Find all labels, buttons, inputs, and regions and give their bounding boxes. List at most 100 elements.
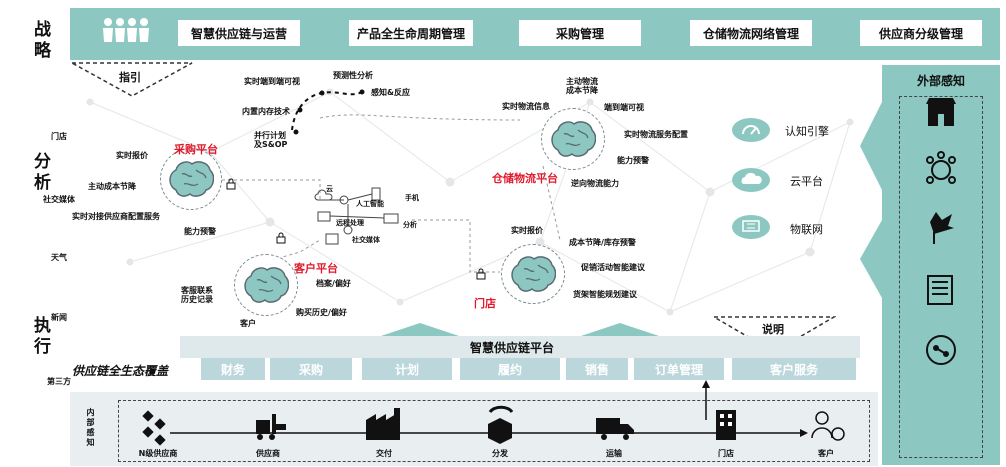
tech-social: 社交媒体 bbox=[352, 236, 380, 244]
store-annotation-shelf: 货架智能规划建议 bbox=[573, 290, 637, 299]
strategy-item-procurement[interactable]: 采购管理 bbox=[519, 20, 641, 46]
tech-ai: 人工智能 bbox=[356, 200, 384, 208]
procurement-annotation-quote: 实时报价 bbox=[116, 151, 148, 160]
module-procurement[interactable]: 采购 bbox=[270, 358, 352, 380]
annotation-e2e-visibility: 实时端到端可视 bbox=[244, 77, 300, 86]
chain-label-distribution: 分发 bbox=[492, 449, 508, 458]
external-item-weather: 天气 bbox=[51, 253, 67, 262]
tech-analysis: 分析 bbox=[403, 221, 417, 229]
procurement-annotation-cost: 主动成本节降 bbox=[88, 182, 136, 191]
row-label-analysis: 分析 bbox=[30, 152, 50, 194]
warehouse-annotation-reverse: 逆向物流能力 bbox=[571, 179, 619, 188]
distribution-box-icon bbox=[488, 405, 514, 444]
customer-platform-label: 客户平台 bbox=[294, 262, 338, 275]
store-annotation-quote: 实时报价 bbox=[511, 226, 543, 235]
tech-center-icons bbox=[314, 187, 399, 245]
brain-icon bbox=[169, 161, 214, 197]
customer-annotation-customer: 客户 bbox=[240, 319, 256, 328]
annotation-parallel-planning: 并行计划 及S&OP bbox=[254, 131, 288, 149]
platform-bar bbox=[180, 336, 860, 358]
ecosystem-label: 供应链全生态覆盖 bbox=[72, 364, 169, 378]
explain-label: 说明 bbox=[762, 323, 784, 336]
platform-title: 智慧供应链平台 bbox=[470, 341, 555, 355]
chain-label-delivery: 交付 bbox=[376, 449, 392, 458]
external-sensing-title: 外部感知 bbox=[916, 74, 965, 88]
warehouse-annotation-cost: 主动物流 成本节降 bbox=[566, 77, 598, 95]
external-sensing-panel bbox=[882, 65, 1000, 465]
warehouse-brain bbox=[541, 108, 605, 170]
customer-icon bbox=[811, 411, 845, 441]
brain-icon bbox=[551, 121, 596, 157]
cognitive-engine-icon bbox=[732, 118, 770, 142]
annotation-in-memory: 内置内存技术 bbox=[242, 107, 290, 116]
news-icon bbox=[927, 275, 953, 305]
procurement-annotation-warning: 能力预警 bbox=[184, 227, 216, 236]
service-iot: 物联网 bbox=[790, 223, 823, 236]
tech-remote: 远程处理 bbox=[336, 219, 364, 227]
strategy-item-smart-supply-chain[interactable]: 智慧供应链与运营 bbox=[178, 20, 300, 46]
store-annotation-promo: 促销活动智能建议 bbox=[581, 263, 645, 272]
annotation-predictive-analysis: 预测性分析 bbox=[333, 71, 373, 80]
strategy-item-warehouse-network[interactable]: 仓储物流网络管理 bbox=[690, 20, 812, 46]
people-icon bbox=[103, 18, 149, 42]
store-icon bbox=[926, 98, 956, 126]
tech-cloud: 云 bbox=[326, 185, 333, 193]
chain-label-n-supplier: N级供应商 bbox=[138, 449, 178, 458]
brain-icon bbox=[244, 267, 289, 303]
chain-label-supplier: 供应商 bbox=[256, 449, 280, 458]
procurement-brain bbox=[160, 148, 222, 210]
cloud-platform-icon bbox=[732, 168, 770, 192]
explain-triangle bbox=[712, 316, 836, 353]
chain-label-store: 门店 bbox=[718, 449, 734, 458]
warehouse-annotation-visibility: 端到端可视 bbox=[604, 103, 644, 112]
n-supplier-icon bbox=[142, 410, 166, 446]
customer-brain bbox=[234, 254, 298, 316]
chain-label-transport: 运输 bbox=[606, 449, 622, 458]
social-media-icon bbox=[926, 151, 956, 184]
procurement-platform-label: 采购平台 bbox=[174, 143, 218, 156]
tech-mobile: 手机 bbox=[405, 194, 419, 202]
external-sensing-dashed bbox=[899, 96, 983, 458]
row-label-execution: 执行 bbox=[30, 316, 50, 358]
module-finance[interactable]: 财务 bbox=[201, 358, 265, 380]
store-annotation-inventory: 成本节降/库存预警 bbox=[569, 238, 636, 247]
module-sales[interactable]: 销售 bbox=[566, 358, 628, 380]
supplier-forklift-icon bbox=[256, 414, 286, 440]
customer-annotation-history: 客服联系 历史记录 bbox=[181, 286, 213, 304]
module-fulfillment[interactable]: 履约 bbox=[460, 358, 560, 380]
internal-sensing-box bbox=[70, 392, 878, 466]
row-label-strategy: 战略 bbox=[30, 20, 50, 62]
warehouse-annotation-info: 实时物流信息 bbox=[502, 102, 550, 111]
strategy-item-product-lifecycle[interactable]: 产品全生命周期管理 bbox=[349, 20, 473, 46]
annotation-sense-respond: 感知&反应 bbox=[371, 88, 410, 97]
store-building-icon bbox=[716, 410, 736, 440]
strategy-item-supplier-tier[interactable]: 供应商分级管理 bbox=[860, 20, 982, 46]
external-item-third-party: 第三方 bbox=[47, 377, 71, 386]
warehouse-annotation-warning: 能力预警 bbox=[617, 156, 649, 165]
external-item-news: 新闻 bbox=[51, 313, 67, 322]
warehouse-platform-label: 仓储物流平台 bbox=[492, 172, 558, 185]
guide-triangle bbox=[71, 62, 193, 97]
guide-label: 指引 bbox=[119, 71, 141, 84]
store-label: 门店 bbox=[474, 297, 496, 310]
module-planning[interactable]: 计划 bbox=[362, 358, 452, 380]
customer-annotation-profile: 档案/偏好 bbox=[316, 279, 351, 288]
external-item-social: 社交媒体 bbox=[43, 195, 75, 204]
lock-icon bbox=[476, 268, 486, 280]
service-cognitive-engine: 认知引擎 bbox=[785, 125, 829, 138]
external-icons bbox=[926, 98, 956, 365]
customer-annotation-purchase: 购买历史/偏好 bbox=[296, 308, 347, 317]
external-arrows bbox=[860, 102, 882, 298]
brain-icon bbox=[511, 256, 556, 292]
warehouse-annotation-service: 实时物流服务配置 bbox=[624, 130, 688, 139]
internal-sensing-dashed bbox=[118, 400, 870, 462]
module-customer-service[interactable]: 客户服务 bbox=[732, 358, 856, 380]
external-item-store: 门店 bbox=[51, 132, 67, 141]
internal-sensing-label: 内部感知 bbox=[86, 408, 95, 448]
module-order-management[interactable]: 订单管理 bbox=[634, 358, 724, 380]
service-cloud-platform: 云平台 bbox=[790, 175, 823, 188]
iot-icon bbox=[732, 215, 770, 239]
weather-icon bbox=[930, 212, 954, 244]
